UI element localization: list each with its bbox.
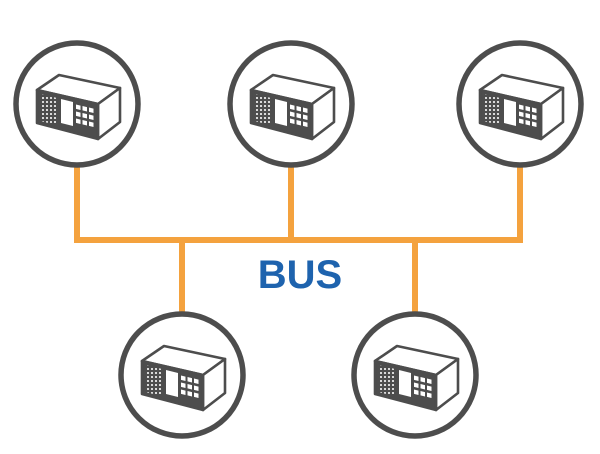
device-top-center [227, 40, 355, 168]
device-bottom-right [351, 311, 479, 439]
bus-label: BUS [258, 253, 342, 297]
device-bottom-left [118, 311, 246, 439]
device-top-right [456, 40, 584, 168]
bus-backbone [74, 166, 523, 243]
device-top-left [13, 40, 141, 168]
bus-lines [74, 166, 523, 313]
